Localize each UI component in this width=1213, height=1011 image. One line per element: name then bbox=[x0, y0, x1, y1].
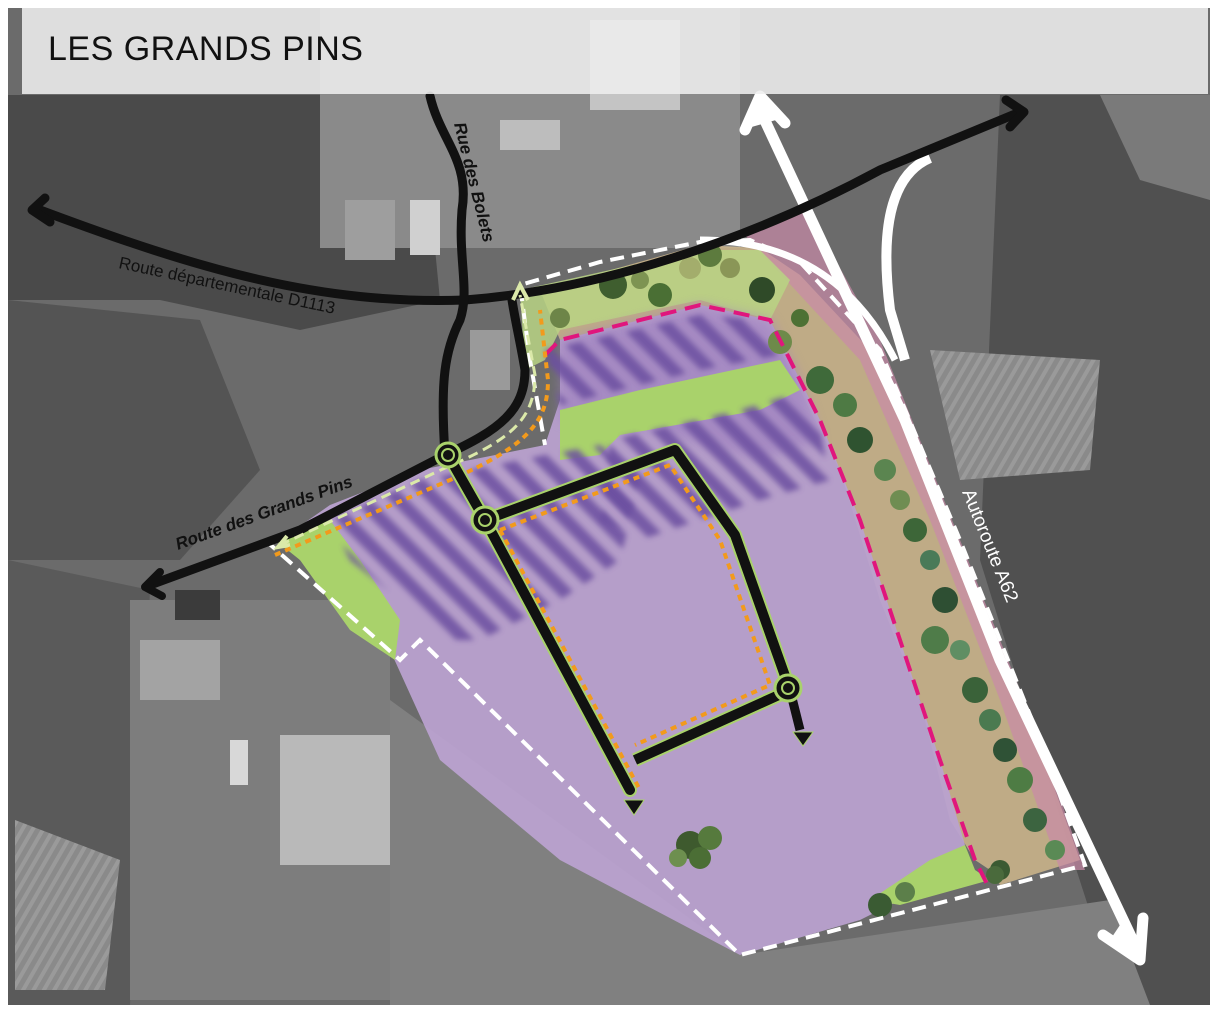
tree-row-south bbox=[868, 866, 1004, 917]
green-space-west bbox=[275, 520, 400, 660]
junction-node bbox=[773, 673, 803, 703]
exit-arrow-south-1 bbox=[623, 799, 645, 816]
road-network bbox=[27, 91, 1029, 600]
junction-node bbox=[434, 441, 462, 469]
aerial-background bbox=[8, 8, 1210, 1005]
development-parcel-center bbox=[600, 395, 830, 540]
junction-node bbox=[470, 505, 500, 535]
pedestrian-path-west bbox=[274, 309, 551, 557]
title-banner: LES GRANDS PINS bbox=[22, 8, 1208, 94]
road-grands-pins bbox=[145, 295, 530, 590]
highway-a62 bbox=[699, 90, 1149, 966]
development-parcel-north bbox=[545, 315, 780, 405]
pedestrian-loop bbox=[499, 462, 773, 747]
site-perimeter bbox=[263, 237, 1088, 958]
map-title: LES GRANDS PINS bbox=[48, 30, 364, 68]
road-rue-des-bolets bbox=[425, 91, 469, 460]
tree-row-north bbox=[550, 243, 809, 354]
internal-loop bbox=[434, 441, 814, 816]
landscape-buffer bbox=[540, 245, 1080, 885]
exit-arrow-south-2 bbox=[792, 731, 814, 747]
tree-cluster-south bbox=[669, 826, 722, 869]
green-space-north bbox=[560, 360, 800, 460]
tree-row-east bbox=[806, 366, 1065, 880]
highway-arrow-south bbox=[1110, 925, 1140, 955]
